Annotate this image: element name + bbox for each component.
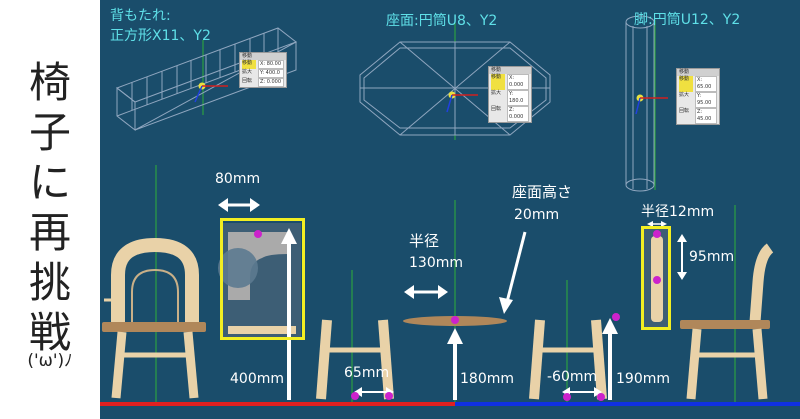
- seat-y-label: 180mm: [460, 371, 514, 387]
- leg-length-label: 95mm: [689, 249, 735, 265]
- leg-wireframe: [625, 15, 655, 192]
- leg-spread-1-label: 65mm: [344, 365, 390, 381]
- chair-legs-mid: [316, 319, 394, 400]
- leg-y-label: 190mm: [616, 371, 670, 387]
- panel-value[interactable]: Y: 95.00: [695, 92, 717, 108]
- title-char: に: [28, 158, 71, 207]
- radius-title: 半径: [409, 232, 440, 250]
- seat-caption: 座面:円筒U8、Y2: [386, 13, 498, 29]
- panel-value[interactable]: X: 65.00: [695, 76, 717, 92]
- chair-front-left: [102, 237, 206, 399]
- leg-spread-2-label: -60mm: [547, 369, 598, 385]
- panel-key: 移動: [679, 76, 693, 92]
- page-title: 椅 子 に 再 挑 戦: [0, 58, 100, 358]
- title-panel: 椅 子 に 再 挑 戦 ('ω')ﾉ: [0, 0, 100, 419]
- panel-header: 移動: [677, 69, 719, 76]
- radius-value: 130mm: [409, 255, 463, 271]
- leg-radius-label: 半径12mm: [641, 204, 715, 220]
- panel-key: 拡大: [491, 90, 502, 96]
- panel-key: 回転: [491, 106, 502, 112]
- panel-value[interactable]: Z: 0.000: [507, 106, 529, 122]
- panel-value[interactable]: Y: 400.0: [258, 69, 284, 78]
- panel-value[interactable]: Z: 45.00: [695, 108, 717, 124]
- back-width-label: 80mm: [215, 171, 261, 187]
- panel-header: 移動: [489, 67, 531, 74]
- title-char: 挑: [28, 258, 71, 307]
- chair-legs-right: [529, 319, 607, 400]
- back-height-label: 400mm: [230, 371, 284, 387]
- panel-key: 回転: [679, 108, 690, 114]
- title-char: 椅: [28, 58, 71, 107]
- panel-key: 移動: [491, 74, 505, 90]
- backrest-caption-1: 背もたれ:: [110, 8, 171, 24]
- leg-caption: 脚:円筒U12、Y2: [634, 12, 741, 28]
- panel-key: 移動: [242, 60, 256, 69]
- panel-key: 拡大: [242, 69, 253, 75]
- chair-side-right: [680, 243, 774, 400]
- backrest-caption-2: 正方形X11、Y2: [110, 28, 211, 44]
- panel-key: 拡大: [679, 92, 690, 98]
- title-char: 再: [28, 208, 71, 257]
- seat-height-title: 座面高さ: [512, 183, 573, 201]
- kaomoji: ('ω')ﾉ: [27, 351, 73, 371]
- panel-value[interactable]: X: 0.000: [507, 74, 529, 90]
- panel-key: 回転: [242, 78, 253, 84]
- panel-value[interactable]: X: 80.00: [258, 60, 284, 69]
- panel-value[interactable]: Y: 180.0: [507, 90, 529, 106]
- title-char: 戦: [28, 308, 71, 357]
- panel-value[interactable]: Z: 0.000: [258, 78, 284, 87]
- panel-header: 移動: [240, 53, 286, 60]
- leg-highlight-box: [641, 226, 671, 330]
- backrest-highlight-box: [220, 218, 305, 340]
- title-char: 子: [28, 108, 71, 157]
- seat-height-value: 20mm: [514, 207, 560, 223]
